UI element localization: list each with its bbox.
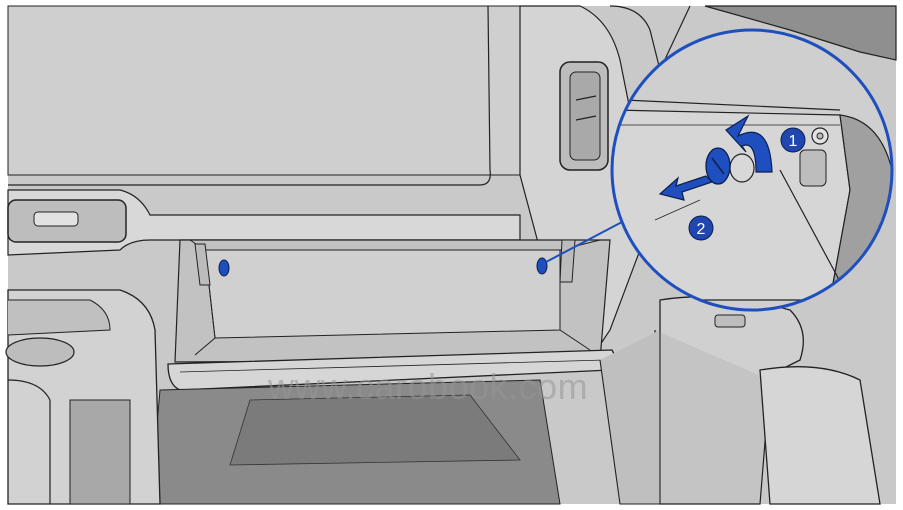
vent-louver <box>575 95 597 121</box>
seat-front <box>759 366 881 505</box>
pull-arrow-icon <box>658 175 714 201</box>
seat-handle <box>714 314 746 328</box>
right-hinge <box>559 239 576 283</box>
door-edge <box>609 5 691 72</box>
callout-1-number: 1 <box>789 133 798 150</box>
console-top <box>7 299 111 336</box>
door-sill <box>599 330 661 505</box>
clip-icon <box>536 257 548 275</box>
cupholder <box>5 337 75 367</box>
callout-2: 2 <box>688 215 714 241</box>
left-hinge <box>194 243 211 286</box>
side-vent-inner <box>569 71 601 161</box>
clip-icon <box>218 259 230 277</box>
floor-mat <box>229 394 521 466</box>
callout-1: 1 <box>780 127 806 153</box>
left-air-vent-slot <box>33 211 79 227</box>
zoom-leader-line <box>545 221 623 263</box>
watermark-text: www.carobook.com <box>268 366 589 407</box>
right-pillar-dark <box>704 5 897 61</box>
clip-icon <box>705 147 755 185</box>
glovebox-door-edge <box>179 359 606 373</box>
callout-2-number: 2 <box>697 221 706 238</box>
console-side <box>7 379 51 504</box>
console-panel <box>69 399 131 505</box>
upper-dash <box>7 5 521 176</box>
zoom-circle-icon <box>610 28 894 312</box>
glovebox-inner-wall <box>204 249 561 339</box>
center-display <box>8 5 491 186</box>
rotate-arrow-icon <box>725 114 773 173</box>
